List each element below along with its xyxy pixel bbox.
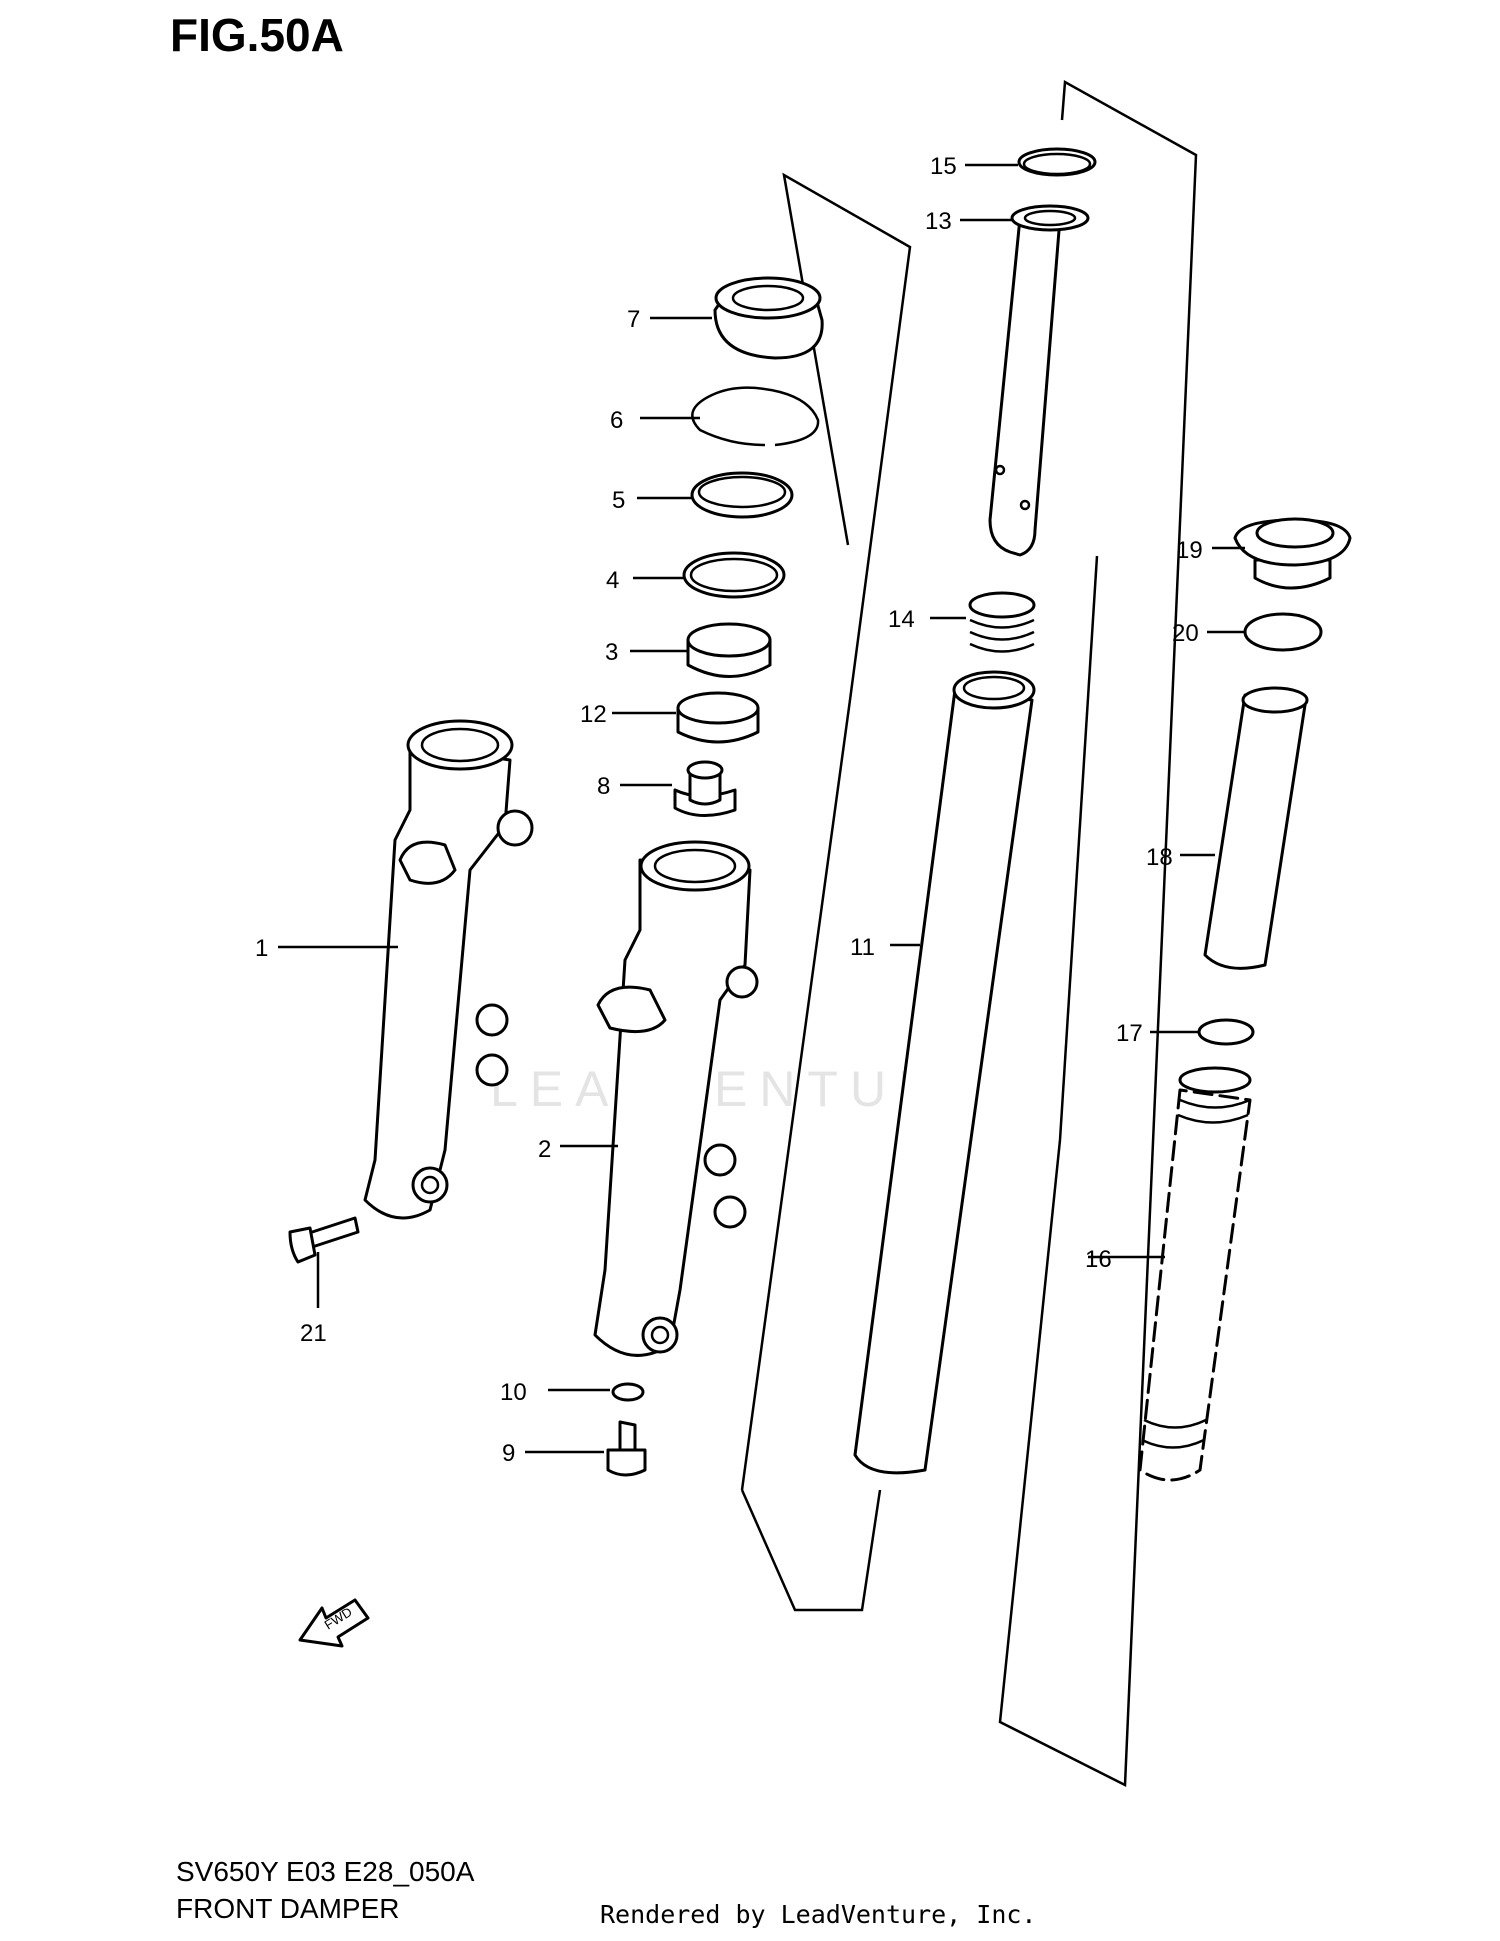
part-11-inner-tube xyxy=(853,670,1036,1475)
part-12-bush xyxy=(676,691,760,744)
footer-credit: Rendered by LeadVenture, Inc. xyxy=(600,1900,1037,1929)
part-7-dust-seal xyxy=(713,276,824,360)
part-14-spring xyxy=(968,591,1036,653)
callout-2: 2 xyxy=(538,1136,551,1163)
callout-6: 6 xyxy=(610,407,623,434)
part-3-bush xyxy=(686,622,772,678)
callout-8: 8 xyxy=(597,773,610,800)
part-17-washer xyxy=(1197,1018,1255,1046)
callout-5: 5 xyxy=(612,487,625,514)
part-5-oil-seal xyxy=(690,471,794,519)
part-1-outer-tube-left xyxy=(363,719,534,1220)
part-16-fork-spring xyxy=(1138,1066,1252,1482)
footer-model-code: SV650Y E03 E28_050A xyxy=(176,1856,475,1887)
callout-20: 20 xyxy=(1172,620,1199,647)
figure-title: FIG.50A xyxy=(170,9,344,61)
callout-1: 1 xyxy=(255,935,268,962)
part-8-oil-lock-piece xyxy=(673,760,737,817)
callout-11: 11 xyxy=(850,934,875,961)
callout-14: 14 xyxy=(888,606,915,633)
part-20-o-ring xyxy=(1243,612,1323,652)
callout-4: 4 xyxy=(606,567,619,594)
part-2-outer-tube-right xyxy=(593,840,759,1357)
part-4-washer xyxy=(682,551,786,599)
part-10-gasket xyxy=(611,1382,645,1402)
callout-12: 12 xyxy=(580,701,607,728)
frame-inner-tube-group xyxy=(740,172,912,1612)
part-9-bolt xyxy=(606,1420,647,1477)
footer-description: FRONT DAMPER xyxy=(176,1893,400,1924)
callout-16: 16 xyxy=(1085,1246,1112,1273)
leader-lines xyxy=(278,163,1245,1454)
callouts: 1 2 3 4 5 6 7 8 9 10 11 12 13 14 15 16 1… xyxy=(255,153,1203,1467)
callout-15: 15 xyxy=(930,153,957,180)
callout-7: 7 xyxy=(627,306,640,333)
part-21-bolt xyxy=(288,1216,360,1264)
part-6-clip xyxy=(691,386,820,447)
part-19-cap-bolt xyxy=(1233,517,1352,590)
callout-10: 10 xyxy=(500,1379,527,1406)
callout-19: 19 xyxy=(1176,537,1203,564)
callout-3: 3 xyxy=(605,639,618,666)
callout-21: 21 xyxy=(300,1320,327,1347)
part-13-damper-rod xyxy=(988,204,1090,557)
callout-9: 9 xyxy=(502,1440,515,1467)
callout-13: 13 xyxy=(925,208,952,235)
watermark: LEADVENTURE xyxy=(490,1061,992,1117)
fwd-arrow-icon: FWD xyxy=(298,1598,370,1648)
frame-spring-group xyxy=(998,79,1198,1787)
callout-18: 18 xyxy=(1146,844,1173,871)
part-18-spacer-tube xyxy=(1203,686,1309,970)
callout-17: 17 xyxy=(1116,1020,1143,1047)
